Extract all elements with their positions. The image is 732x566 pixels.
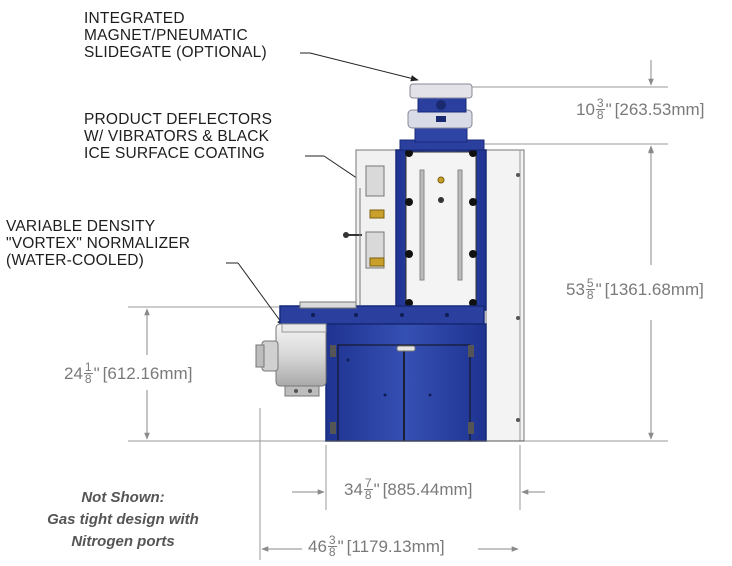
- dim-total-width-den: 8: [328, 545, 336, 559]
- dim-total-height-whole: 53: [566, 279, 585, 299]
- dim-base-height-whole: 24: [64, 363, 83, 383]
- dim-base-width-den: 8: [364, 488, 372, 502]
- dim-base-height-den: 8: [84, 372, 92, 386]
- dim-total-height-inch: ": [595, 279, 602, 299]
- dim-base-height: 24 1 8 " [612.16mm]: [64, 360, 193, 386]
- normalizer-line-1: VARIABLE DENSITY: [6, 218, 156, 235]
- deflectors-line-2: W/ VIBRATORS & BLACK: [84, 128, 270, 145]
- deflectors-line-1: PRODUCT DEFLECTORS: [84, 111, 273, 128]
- dim-total-width-num: 3: [327, 533, 337, 547]
- normalizer-line-3: (WATER-COOLED): [6, 252, 144, 269]
- dim-top-height-metric: [263.53mm]: [614, 99, 705, 119]
- slidegate-line-3: SLIDEGATE (OPTIONAL): [84, 44, 267, 61]
- dim-total-height: 53 5 8 " [1361.68mm]: [566, 276, 704, 302]
- dim-top-height: 10 3 8 " [263.53mm]: [576, 96, 705, 122]
- slidegate-line-1: INTEGRATED: [84, 10, 185, 27]
- dim-base-width-metric: [885.44mm]: [382, 479, 473, 499]
- note-line-1: Not Shown:: [81, 489, 165, 506]
- dim-top-height-inch: ": [605, 99, 612, 119]
- dim-total-height-fraction: 5 8: [585, 276, 595, 302]
- dim-total-width-metric: [1179.13mm]: [346, 536, 445, 556]
- dim-total-height-metric: [1361.68mm]: [604, 279, 704, 299]
- dim-total-width-inch: ": [337, 536, 344, 556]
- slidegate-callout: INTEGRATED MAGNET/PNEUMATIC SLIDEGATE (O…: [84, 10, 267, 61]
- deflectors-callout: PRODUCT DEFLECTORS W/ VIBRATORS & BLACK …: [84, 111, 272, 162]
- not-shown-note: Not Shown: Gas tight design with Nitroge…: [28, 487, 218, 553]
- normalizer-line-2: "VORTEX" NORMALIZER: [6, 235, 191, 252]
- dim-total-height-num: 5: [585, 276, 595, 290]
- dim-base-width-num: 7: [363, 476, 373, 490]
- dim-base-width-fraction: 7 8: [363, 476, 373, 502]
- lower-cabinet: [325, 323, 487, 442]
- dim-base-height-num: 1: [83, 360, 93, 374]
- dim-base-height-metric: [612.16mm]: [102, 363, 193, 383]
- dimension-lines: [144, 60, 654, 552]
- table-beam: [279, 305, 485, 325]
- dim-top-height-den: 8: [596, 108, 604, 122]
- right-side-panel: [485, 149, 525, 442]
- dim-total-width-whole: 46: [308, 536, 327, 556]
- dim-top-height-num: 3: [595, 96, 605, 110]
- dim-base-width-whole: 34: [344, 479, 363, 499]
- dim-base-height-inch: ": [93, 363, 100, 383]
- dim-base-width-inch: ": [373, 479, 380, 499]
- dim-total-width-fraction: 3 8: [327, 533, 337, 559]
- note-line-2: Gas tight design with: [47, 511, 199, 528]
- note-line-3: Nitrogen ports: [71, 533, 175, 550]
- dim-top-height-whole: 10: [576, 99, 595, 119]
- dim-base-width: 34 7 8 " [885.44mm]: [344, 476, 473, 502]
- dim-top-height-fraction: 3 8: [595, 96, 605, 122]
- normalizer-callout: VARIABLE DENSITY "VORTEX" NORMALIZER (WA…: [6, 218, 190, 269]
- dim-base-height-fraction: 1 8: [83, 360, 93, 386]
- slidegate-line-2: MAGNET/PNEUMATIC: [84, 27, 248, 44]
- normalizer-motor: [275, 323, 327, 387]
- deflectors-line-3: ICE SURFACE COATING: [84, 145, 265, 162]
- dim-total-height-den: 8: [586, 288, 594, 302]
- dim-total-width: 46 3 8 " [1179.13mm]: [308, 533, 445, 559]
